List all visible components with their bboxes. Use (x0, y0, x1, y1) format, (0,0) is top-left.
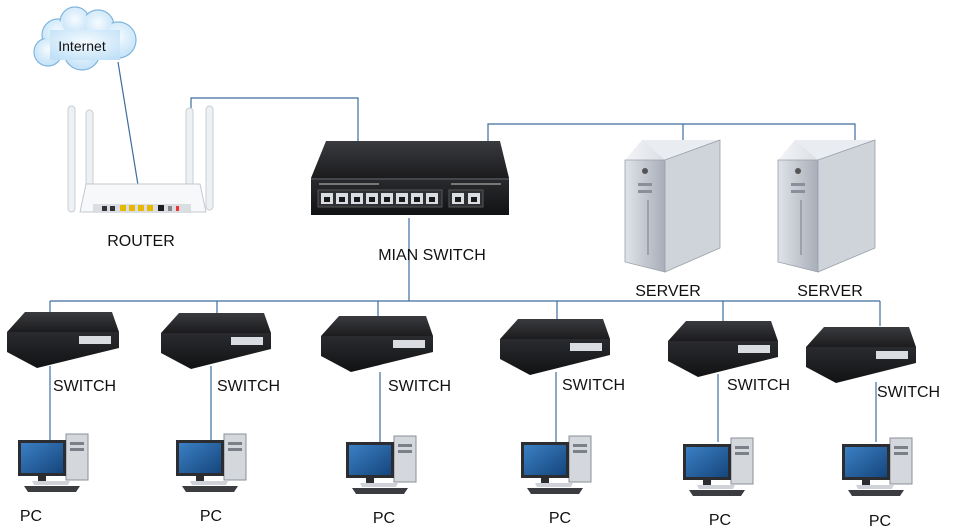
main-switch-icon (311, 141, 509, 215)
router-label: ROUTER (107, 233, 175, 250)
server-icon (777, 139, 876, 273)
server-label-1: SERVER (635, 283, 701, 300)
server-label-2: SERVER (797, 283, 863, 300)
pc-label-1: PC (20, 508, 42, 525)
pc-icon (18, 433, 89, 492)
switch-icon (500, 319, 610, 375)
link-cloud-router (117, 61, 139, 186)
server-icon (624, 139, 721, 273)
switch-icon (321, 316, 433, 372)
pc-label-2: PC (200, 508, 222, 525)
pc-icon (346, 435, 417, 494)
pc-icon (176, 433, 247, 492)
main-switch-label: MIAN SWITCH (378, 247, 486, 264)
switch-label-1: SWITCH (53, 378, 116, 395)
switch-label-4: SWITCH (562, 377, 625, 394)
connection-lines (49, 61, 881, 442)
pc-icon (842, 437, 913, 496)
switch-label-2: SWITCH (217, 378, 280, 395)
switch-label-5: SWITCH (727, 377, 790, 394)
switch-label-3: SWITCH (388, 378, 451, 395)
pc-icon (683, 437, 754, 496)
pc-label-5: PC (709, 512, 731, 529)
internet-label: Internet (58, 38, 106, 54)
switch-label-6: SWITCH (877, 384, 940, 401)
switch-icon (806, 327, 916, 383)
switch-icon (7, 312, 119, 368)
pc-label-6: PC (869, 513, 891, 530)
router-icon (67, 105, 214, 213)
internet-cloud-icon: Internet (33, 6, 137, 71)
switch-icon (668, 321, 778, 377)
pc-icon (521, 435, 592, 494)
pc-label-3: PC (373, 510, 395, 527)
switch-icon (161, 313, 271, 369)
pc-label-4: PC (549, 510, 571, 527)
link-main-switch-servers (487, 123, 856, 145)
